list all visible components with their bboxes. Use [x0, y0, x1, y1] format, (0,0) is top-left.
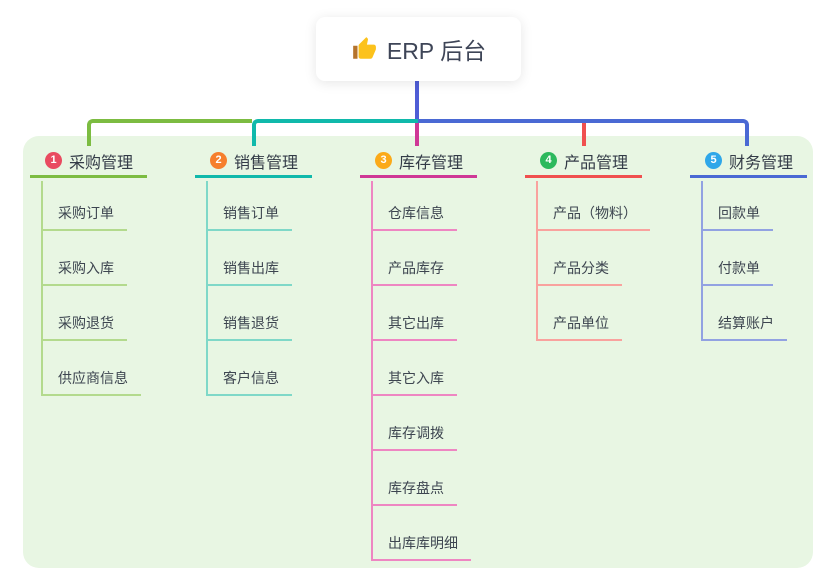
mindmap-node[interactable]: 产品分类 [536, 259, 622, 286]
branch-trunk-line [536, 181, 538, 341]
root-node[interactable]: ERP 后台 [316, 17, 521, 81]
branch-label: 产品管理 [564, 154, 629, 172]
branch-label: 财务管理 [729, 154, 794, 172]
branches-panel [23, 136, 813, 568]
mindmap-node[interactable]: 仓库信息 [371, 204, 457, 231]
mindmap-node[interactable]: 销售出库 [206, 259, 292, 286]
branch-label: 采购管理 [69, 154, 134, 172]
branch5-connector-line [418, 119, 749, 146]
mindmap-node[interactable]: 回款单 [701, 204, 773, 231]
branch-number-badge: 2 [210, 152, 227, 169]
branch-label: 销售管理 [234, 154, 299, 172]
mindmap-node[interactable]: 客户信息 [206, 369, 292, 396]
mindmap-node[interactable]: 其它出库 [371, 314, 457, 341]
mindmap-node[interactable]: 销售退货 [206, 314, 292, 341]
branch3-connector-line [415, 123, 419, 146]
mindmap-node[interactable]: 采购退货 [41, 314, 127, 341]
branch-trunk-line [701, 181, 703, 341]
mindmap-node[interactable]: 库存调拨 [371, 424, 457, 451]
mindmap-node[interactable]: 付款单 [701, 259, 773, 286]
thumbs-up-icon [351, 36, 377, 62]
mindmap-node[interactable]: 供应商信息 [41, 369, 141, 396]
branch-trunk-line [41, 181, 43, 396]
branch-label: 库存管理 [399, 154, 464, 172]
branch-number-badge: 1 [45, 152, 62, 169]
branch2-connector-line [252, 119, 418, 146]
mindmap-node[interactable]: 产品（物料） [536, 204, 650, 231]
mindmap-node[interactable]: 销售订单 [206, 204, 292, 231]
mindmap-node[interactable]: 其它入库 [371, 369, 457, 396]
branch-node-3[interactable]: 3 库存管理 [360, 146, 477, 178]
branch-node-5[interactable]: 5 财务管理 [690, 146, 807, 178]
mindmap-node[interactable]: 结算账户 [701, 314, 787, 341]
root-label: ERP 后台 [386, 38, 487, 64]
mindmap-node[interactable]: 产品库存 [371, 259, 457, 286]
branch-node-2[interactable]: 2 销售管理 [195, 146, 312, 178]
mindmap-node[interactable]: 产品单位 [536, 314, 622, 341]
branch-number-badge: 5 [705, 152, 722, 169]
branch-trunk-line [371, 181, 373, 561]
branch-node-4[interactable]: 4 产品管理 [525, 146, 642, 178]
branch-number-badge: 4 [540, 152, 557, 169]
root-connector-line [415, 81, 419, 123]
mindmap-node[interactable]: 出库库明细 [371, 534, 471, 561]
branch1-connector-line [87, 119, 252, 146]
branch4-connector-line [582, 123, 586, 146]
mindmap-node[interactable]: 采购入库 [41, 259, 127, 286]
mindmap-node[interactable]: 库存盘点 [371, 479, 457, 506]
branch-node-1[interactable]: 1 采购管理 [30, 146, 147, 178]
branch-number-badge: 3 [375, 152, 392, 169]
mindmap-node[interactable]: 采购订单 [41, 204, 127, 231]
branch-trunk-line [206, 181, 208, 396]
